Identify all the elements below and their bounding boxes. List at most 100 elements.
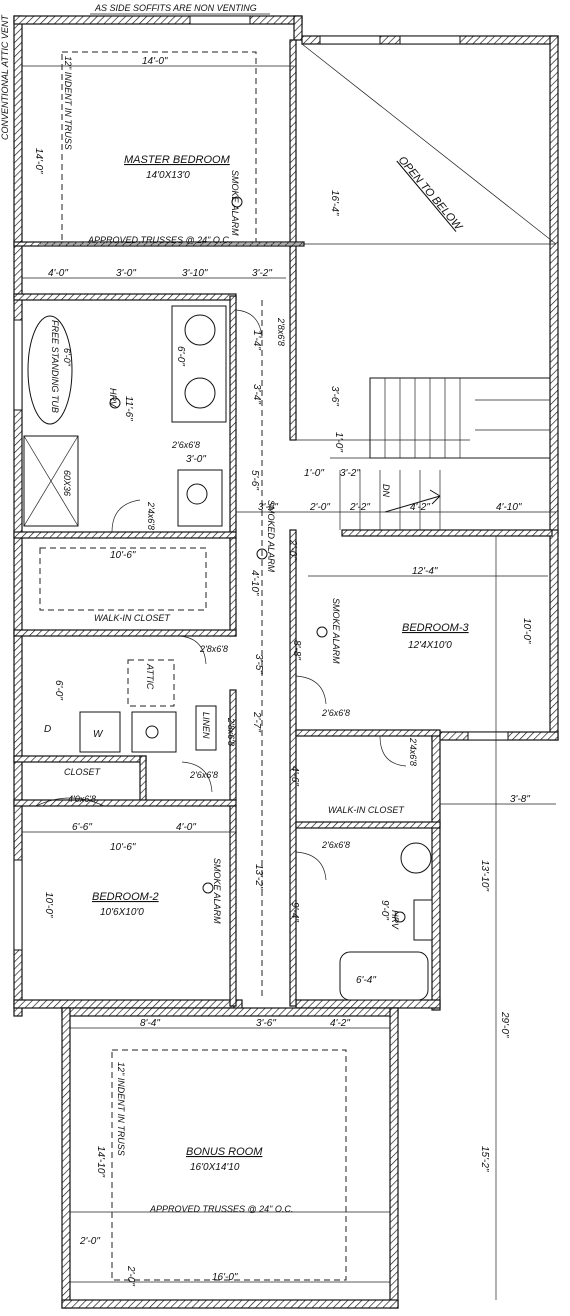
room-name-bedroom2: BEDROOM-2 [92,891,159,903]
door-tag: 2'8x6'8 [199,644,228,654]
bonus-truss-outline [111,1049,347,1281]
room-size-bedroom2: 10'6X10'0 [100,907,144,918]
wall-open-left [289,39,297,441]
washer-label: W [93,729,104,740]
door-tag: 2'4x6'8 [408,737,418,766]
dim-label: 4'-10" [249,570,260,596]
master-truss-outline [61,51,257,243]
dim-label: 8'-4" [140,1018,160,1029]
tub-label: FREE STANDING TUB [50,320,60,413]
windows [13,15,509,951]
approved-trusses-master: APPROVED TRUSSES @ 24" O.C. [87,235,231,245]
room-name-bonus: BONUS ROOM [186,1146,263,1158]
dim-label: 3'-2" [340,468,360,479]
wall-bath-hall [229,295,237,533]
sink-1 [184,314,216,346]
smoke-alarm-label-bed2: SMOKE ALARM [212,858,222,924]
door-tag: 2'8x6'8 [276,317,286,346]
interior-walls [13,39,553,1007]
dim-label: 3'-2" [252,268,272,279]
wall-closet-laundry [13,629,237,637]
staircase [296,377,551,530]
dim-label: 2'-0" [125,1265,136,1286]
dim-label: 3'-0" [116,268,136,279]
door-tag: 2'6x6'8 [321,708,350,718]
smoke-alarm-label-bed3: SMOKE ALARM [331,598,341,664]
tub-size: 6'-0" [62,348,72,367]
room-name-closet: CLOSET [64,767,102,777]
room-name-attic: ATTIC [145,663,155,690]
dim-label: 10'-6" [110,842,136,853]
door-swing [379,735,407,767]
toilet [186,483,208,505]
dim-label: 4'-6" [289,766,300,786]
wall-bed2-bottom [13,999,235,1009]
wall-closet-side [139,755,147,805]
dim-label: 1'-0" [304,468,324,479]
washer [79,711,121,753]
wall-master-bath [13,293,237,301]
wall-right-bed3 [549,529,559,741]
hrv-symbol-2 [394,911,406,923]
room-name-open-below: OPEN TO BELOW [396,154,465,233]
dim-label: 16'-0" [212,1272,238,1283]
approved-trusses-bonus: APPROVED TRUSSES @ 24" O.C. [149,1204,293,1214]
top-note: AS SIDE SOFFITS ARE NON VENTING [94,3,257,13]
dryer-label: D [44,724,51,735]
dim-label: 15'-2" [479,1146,490,1172]
window-master [189,15,251,25]
wall-closet-bath [295,821,441,829]
dim-label: 5'-6" [249,470,260,490]
indent-truss-master: 12" INDENT IN TRUSS [63,56,73,150]
door-swing [175,635,207,665]
window-bed2 [13,859,23,951]
dim-label: 14'-0" [33,148,44,174]
dim-label: 1'-4" [251,330,262,350]
window-open-1 [399,35,461,45]
dim-label: 3'-6" [256,1018,276,1029]
dim-label: 2'-0" [309,502,330,513]
linen-cabinet [195,705,217,751]
door-swing [35,797,105,807]
laundry-sink [145,725,159,739]
dim-label: 3'-6" [329,386,340,406]
window-bath [13,319,23,411]
wall-closet-bed2 [13,799,237,807]
door-tag: 2'6x6'8 [171,440,200,450]
wall-master-step [293,15,303,41]
bath2-sink [400,842,432,874]
door-swing [295,851,327,881]
dim-label: 4'-2" [330,1018,350,1029]
smoke-alarm-icon [202,882,214,894]
dim-label: 6'-6" [72,822,92,833]
shower-label: 60X36 [62,470,72,496]
wall-bed3-top [341,529,553,537]
dim-label: 3'-10" [182,268,208,279]
sink-2 [184,377,216,409]
wall-bonus-left [61,1007,71,1309]
left-side-note: CONVENTIONAL ATTIC VENT [0,14,10,140]
dim-label: 12'-4" [412,566,438,577]
smoke-alarm-label-master: SMOKE ALARM [230,170,240,236]
freestanding-tub [27,315,73,425]
bath2-toilet [413,899,433,941]
dim-label: 10'-6" [110,550,136,561]
wall-right-bath [431,731,441,1011]
room-name-walk-in-closet: WALK-IN CLOSET [94,613,171,623]
dim-label: 2'-2" [349,502,370,513]
dim-label: 13'-10" [479,860,490,891]
dim-label: 4'-2" [410,502,430,513]
dim-label: 29'-0" [499,1011,510,1038]
smoke-alarm-label-hall: SMOKED ALARM [266,500,276,573]
tub2-label: 6'-4" [356,975,376,986]
dim-label: 2'-0" [287,539,298,560]
door-tag: 2'6x6'8 [321,840,350,850]
wall-bed3-closet [295,729,441,737]
dim-label: 3'-0" [186,454,206,465]
stair-arrow-head [429,489,441,497]
dim-label: 9'-0" [379,900,390,920]
wall-bed2-hall [229,805,237,1007]
dim-label: 1'-0" [333,432,344,452]
toilet-room [177,469,223,527]
